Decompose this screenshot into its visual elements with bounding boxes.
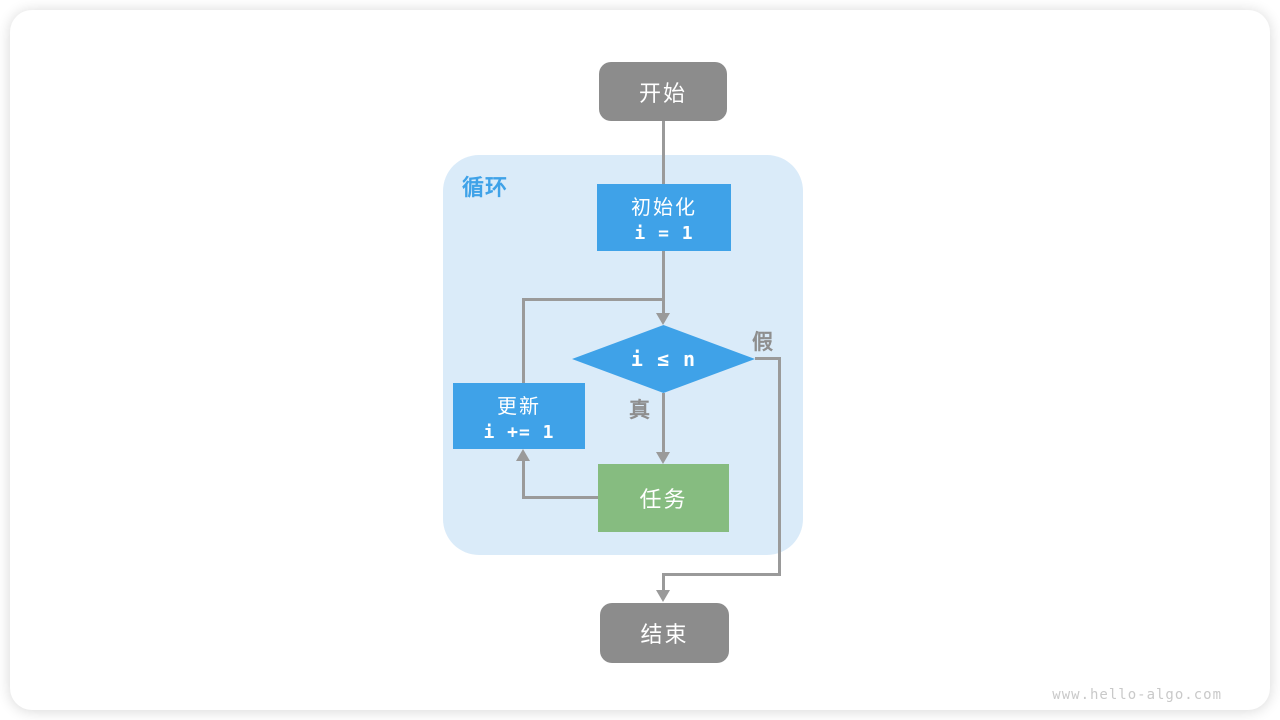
diagram-card: 循环 开始 初始化 i = 1 i ≤ n 更新 i += 1 <box>10 10 1270 710</box>
arrowhead-into-update <box>516 449 530 461</box>
node-init-label: 初始化 <box>631 197 697 219</box>
node-start: 开始 <box>599 62 727 121</box>
node-task-label: 任务 <box>639 487 688 512</box>
edge-task-to-update-vertical <box>522 460 525 499</box>
edge-false-out-horizontal <box>755 357 781 360</box>
watermark: www.hello-algo.com <box>1052 687 1222 703</box>
arrowhead-into-condition <box>656 313 670 325</box>
node-end: 结束 <box>600 603 729 663</box>
node-condition-code: i ≤ n <box>630 347 697 371</box>
node-init: 初始化 i = 1 <box>597 184 731 251</box>
loop-region-label: 循环 <box>462 175 509 200</box>
edge-init-condition <box>662 251 665 314</box>
node-start-label: 开始 <box>638 80 687 106</box>
node-update-code: i += 1 <box>483 421 555 443</box>
edge-label-false: 假 <box>752 331 773 354</box>
node-update: 更新 i += 1 <box>453 383 585 449</box>
node-update-label: 更新 <box>497 395 541 418</box>
edge-false-vertical <box>778 357 781 576</box>
edge-start-init <box>662 121 665 185</box>
edge-false-bottom-horizontal <box>662 573 781 576</box>
arrowhead-into-end <box>656 590 670 602</box>
node-end-label: 结束 <box>640 622 689 647</box>
edge-task-left-horizontal <box>522 496 598 499</box>
edge-condition-task-true <box>662 393 665 453</box>
arrowhead-into-task <box>656 452 670 464</box>
edge-update-to-junction <box>522 298 525 383</box>
node-task: 任务 <box>598 464 729 532</box>
edge-label-true: 真 <box>629 399 650 422</box>
edge-false-into-end <box>662 573 665 591</box>
edge-loopback-horizontal-top <box>522 298 665 301</box>
node-init-code: i = 1 <box>634 223 694 244</box>
